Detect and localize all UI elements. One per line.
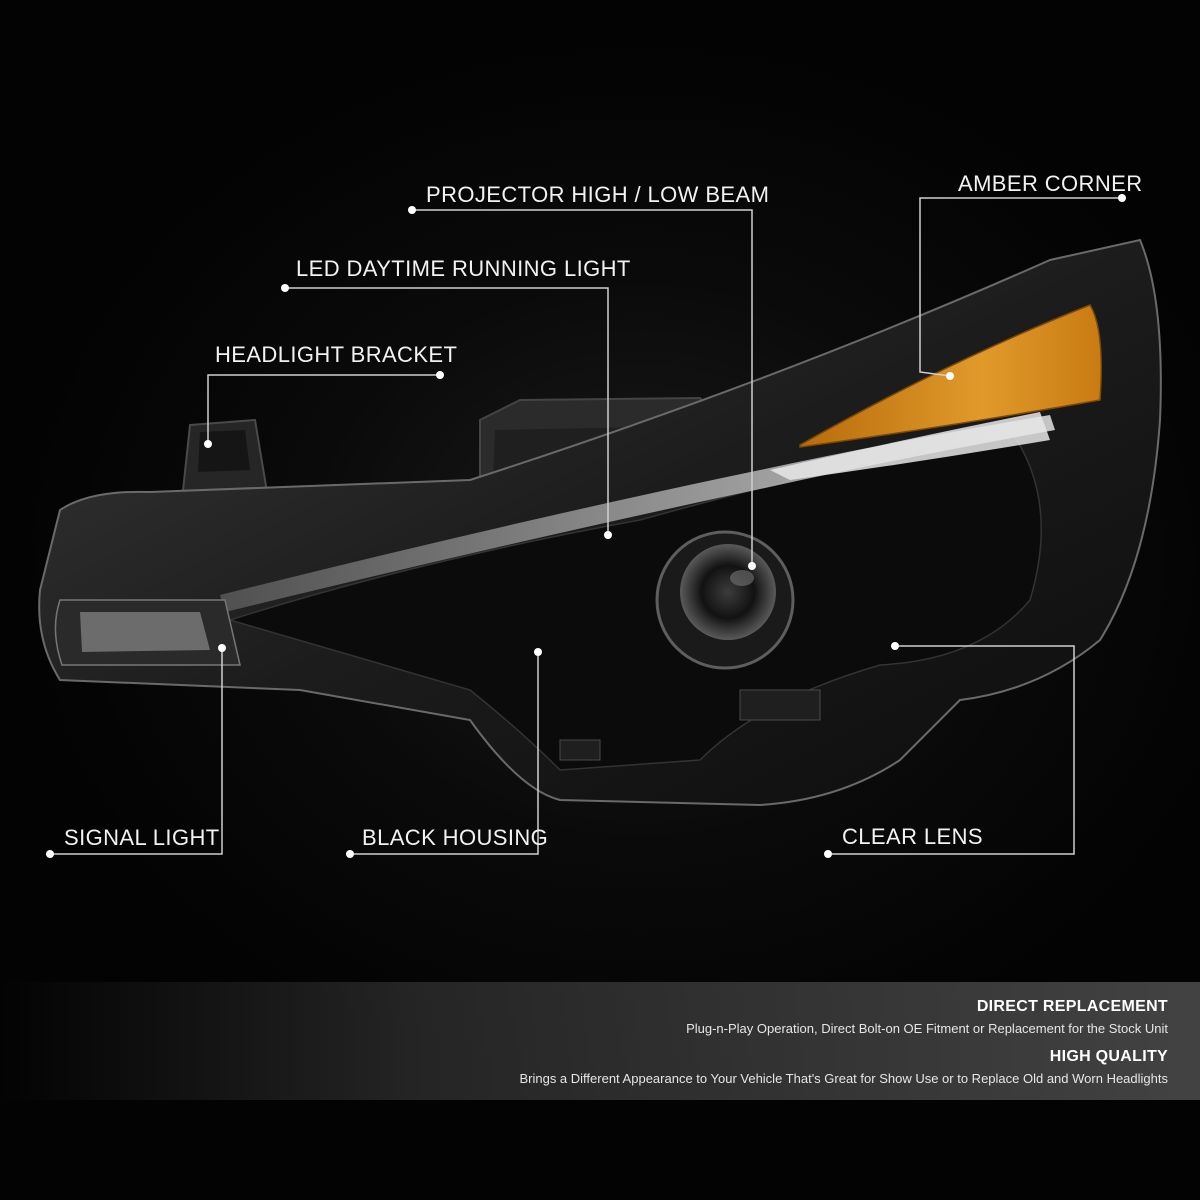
label-projector-beam: PROJECTOR HIGH / LOW BEAM [426,182,770,207]
label-signal-light: SIGNAL LIGHT [64,825,220,850]
callout-dot [436,371,444,379]
callout-line-housing [350,652,539,855]
feature-high-quality: HIGH QUALITY Brings a Different Appearan… [519,1048,1168,1086]
callout-dot [408,206,416,214]
label-black-housing: BLACK HOUSING [362,825,549,850]
callout-dot [534,648,542,656]
callout-dot [604,531,612,539]
feature-description: Brings a Different Appearance to Your Ve… [519,1071,1168,1086]
callout-dots [46,194,1126,858]
upper-drl-blade [770,412,1050,480]
feature-title: HIGH QUALITY [1049,1048,1168,1065]
black-housing [227,429,1042,771]
label-amber-corner: AMBER CORNER [958,171,1143,196]
callout-dot [46,850,54,858]
label-clear-lens: CLEAR LENS [842,824,983,849]
callout-line-drl [285,287,609,535]
feature-description: Plug-n-Play Operation, Direct Bolt-on OE… [686,1021,1168,1036]
callout-line-signal [50,648,223,855]
callout-lines [50,197,1122,855]
callout-dot [891,642,899,650]
callout-dot [1118,194,1126,202]
callout-dot [346,850,354,858]
projector-lens [655,530,795,670]
callout-dot [281,284,289,292]
callout-dot [824,850,832,858]
feature-banner: DIRECT REPLACEMENT Plug-n-Play Operation… [0,982,1200,1100]
callout-line-lens [828,645,1075,855]
callout-dot [946,372,954,380]
signal-light-element [54,599,241,666]
label-headlight-bracket: HEADLIGHT BRACKET [215,342,458,367]
callout-line-bracket [207,374,440,444]
feature-title: DIRECT REPLACEMENT [976,998,1168,1015]
callout-dot [748,562,756,570]
callout-line-amber [919,197,1122,377]
callout-dot [204,440,212,448]
callout-line-projector [412,209,753,566]
feature-direct-replacement: DIRECT REPLACEMENT Plug-n-Play Operation… [686,998,1168,1036]
callout-dot [218,644,226,652]
lower-lens-details [559,689,821,761]
label-led-drl: LED DAYTIME RUNNING LIGHT [296,256,631,281]
